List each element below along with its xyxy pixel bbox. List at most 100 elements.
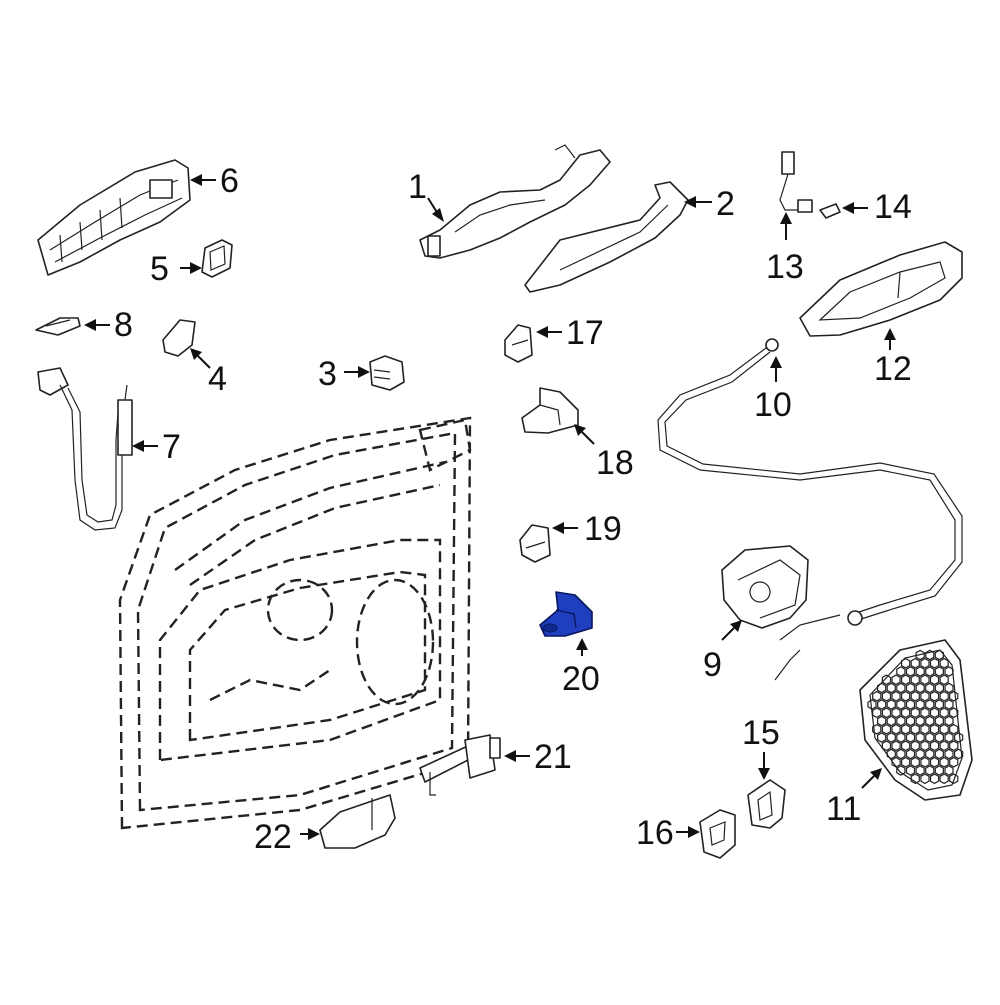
callout-8: 8 [114,306,133,344]
grille-hex-cell [939,756,949,768]
grille-hex-cell [905,765,916,776]
grille-hex-cell [891,674,901,686]
part-22-cover [319,794,396,849]
grille-hex-cell [901,740,911,752]
callout-2: 2 [716,185,735,223]
part-6-reinforcement [37,159,191,276]
grille-hex-cell [886,715,896,727]
grille-hex-cell [944,765,954,776]
grille-hex-cell [925,765,935,776]
callout-labels: 1 2 3 4 5 6 7 8 9 10 11 12 13 14 15 16 1… [114,162,912,856]
grille-hex-cell [910,707,920,719]
grille-hex-cell [949,707,959,719]
part-10-inner-cable [657,338,963,626]
grille-hex-cell [905,748,916,760]
grille-hex-cell [925,666,935,677]
grille-hex-cell [934,682,944,694]
grille-hex-cell [881,674,892,686]
part-11-speaker-grille [859,639,973,801]
part-4-cap [162,319,196,357]
grille-hex-cell [925,748,935,760]
grille-hex-cell [896,666,906,677]
grille-hex-cell [910,773,920,785]
part-14-clip [819,203,841,219]
callout-6: 6 [220,162,239,200]
grille-hex-cell [920,723,930,735]
grille-hex-cell [934,765,944,776]
grille-hex-cell [877,715,887,727]
grille-hex-cell [944,699,954,710]
grille-hex-cell [954,748,964,760]
grille-hex-cell [944,748,954,760]
grille-hex-cell [901,674,911,686]
part-15-striker [747,779,786,829]
part-5-gasket [201,239,233,278]
grille-hex-cell [896,699,906,710]
grille-hex-cell [896,732,906,743]
part-19-bracket [519,524,551,563]
grille-hex-cell [929,773,940,785]
grille-hex-cell [891,723,901,735]
grille-hex-cell [944,715,954,727]
grille-hex-cell [939,690,949,702]
grille-hex-cell [929,690,940,702]
grille-hex-pattern [867,649,964,785]
grille-hex-cell [872,690,882,702]
grille-hex-cell [929,756,940,768]
grille-hex-cell [901,690,911,702]
grille-hex-cell [881,723,892,735]
grille-hex-cell [886,699,896,710]
grille-hex-cell [920,773,930,785]
callout-19: 19 [584,510,622,548]
grille-hex-cell [915,715,925,727]
grille-hex-cell [925,699,935,710]
door-panel-outline [118,416,472,830]
callout-18: 18 [596,444,634,482]
grille-hex-cell [929,657,940,669]
part-12-inner-handle [799,241,963,337]
grille-hex-cell [944,666,954,677]
grille-hex-cell [949,756,959,768]
callout-3: 3 [318,355,337,393]
grille-hex-cell [944,682,954,694]
grille-hex-cell [939,723,949,735]
grille-hex-cell [954,732,964,743]
grille-hex-cell [910,690,920,702]
grille-hex-cell [939,657,949,669]
grille-hex-cell [929,723,940,735]
callout-13: 13 [766,248,804,286]
callout-1: 1 [408,168,427,206]
grille-hex-cell [925,732,935,743]
grille-hex-cell [915,699,925,710]
grille-hex-cell [949,740,959,752]
part-17-bracket [504,324,533,363]
part-16-striker-plate [699,809,736,859]
callout-9: 9 [703,646,722,684]
part-13-wire-lead [779,151,813,213]
grille-hex-cell [886,682,896,694]
grille-hex-cell [949,723,959,735]
callout-10: 10 [754,386,792,424]
callout-14: 14 [874,188,912,226]
grille-hex-cell [920,756,930,768]
grille-hex-cell [901,756,911,768]
grille-hex-cell [905,682,916,694]
grille-hex-cell [867,699,877,710]
grille-hex-cell [949,773,959,785]
grille-hex-cell [910,674,920,686]
grille-hex-cell [915,666,925,677]
grille-hex-cell [939,773,949,785]
grille-hex-cell [925,715,935,727]
grille-hex-cell [910,740,920,752]
grille-hex-cell [920,707,930,719]
grille-hex-cell [886,732,896,743]
grille-hex-cell [901,707,911,719]
grille-hex-cell [896,715,906,727]
grille-hex-cell [910,657,920,669]
grille-hex-cell [891,740,901,752]
grille-hex-cell [949,690,959,702]
grille-hex-cell [910,723,920,735]
part-18-hinge [521,387,579,434]
